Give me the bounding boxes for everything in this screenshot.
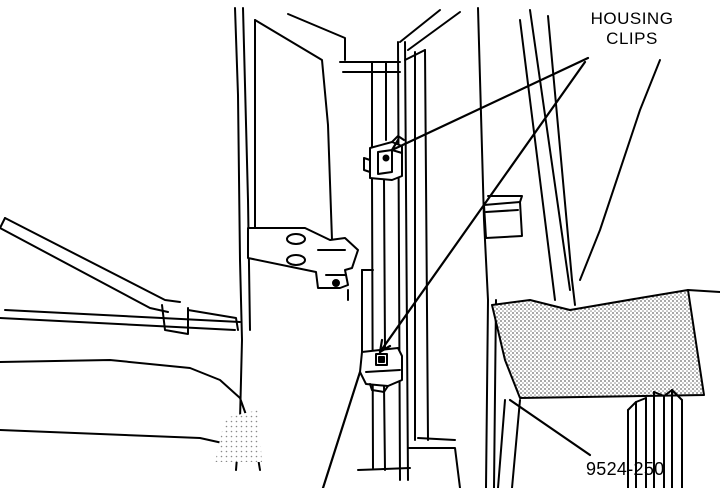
housing-clips-callout: HOUSING CLIPS [572,9,692,49]
callout-line-1: HOUSING [590,9,674,28]
leader-to-lower-clip [378,60,587,354]
figure-number: 9524-250 [586,459,665,479]
door-pillar-trim [477,7,661,488]
seat-hinge-bracket [247,227,359,289]
leader-lines [321,56,592,488]
floor-bracket [357,437,461,488]
track-channel [339,9,461,481]
leader-to-figure-number [508,398,592,457]
lower-housing-clip [359,347,403,393]
seat-adjuster-rails [627,389,683,488]
leader-to-upper-clip [390,56,590,152]
seat-cushion [0,309,262,471]
floor-carpet-panel [491,289,720,399]
callout-line-2: CLIPS [606,29,658,48]
side-rail [0,217,239,335]
leader-lower-tail [321,370,362,488]
